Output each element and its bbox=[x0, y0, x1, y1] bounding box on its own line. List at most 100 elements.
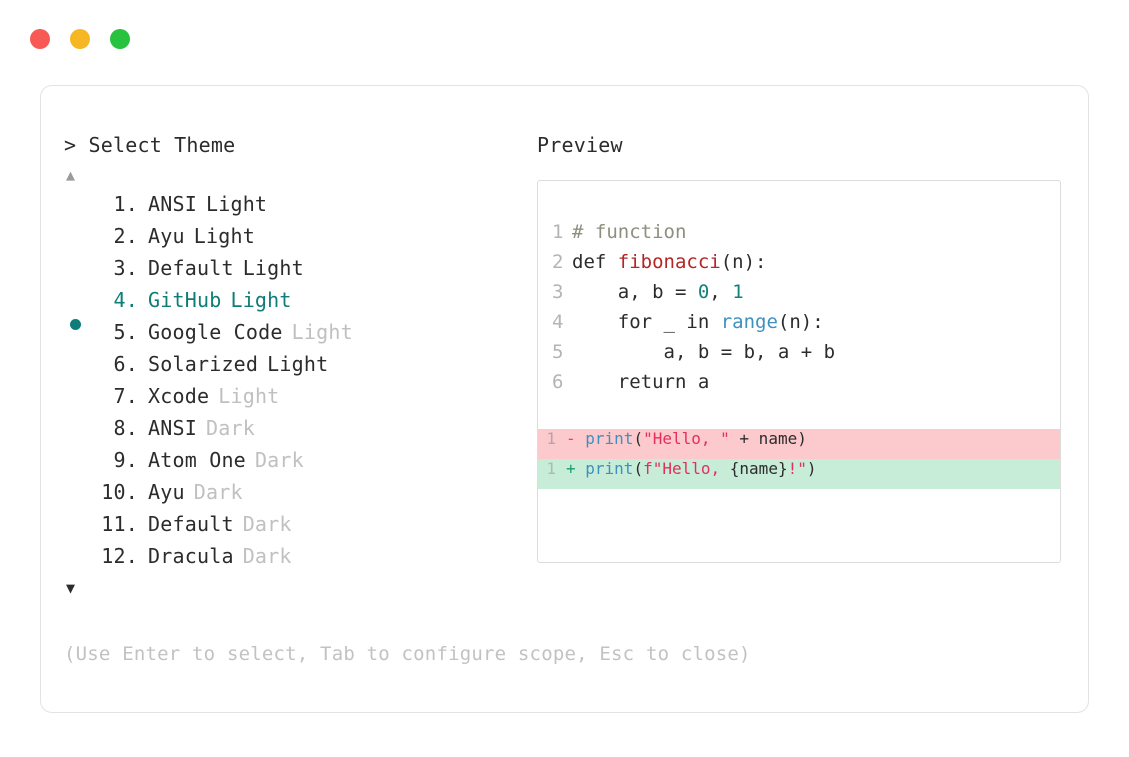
code-token: return a bbox=[572, 371, 710, 393]
theme-list-item[interactable]: 5. Google Code Light bbox=[64, 316, 524, 348]
theme-item-index: 9. bbox=[113, 448, 138, 472]
code-token: def bbox=[572, 251, 618, 273]
theme-list-item[interactable]: 8. ANSI Dark bbox=[64, 412, 524, 444]
code-line-content: a, b = b, a + b bbox=[572, 337, 836, 367]
theme-item-name: Ayu bbox=[148, 480, 185, 504]
theme-item-index: 4. bbox=[113, 288, 138, 312]
theme-item-index: 2. bbox=[113, 224, 138, 248]
code-spacer bbox=[538, 397, 1060, 429]
code-line: 2 def fibonacci(n): bbox=[538, 247, 1060, 277]
diff-token: print bbox=[585, 459, 634, 478]
theme-list-item[interactable]: 3. Default Light bbox=[64, 252, 524, 284]
diff-token: ) bbox=[806, 459, 817, 478]
code-token: 0 bbox=[697, 281, 710, 303]
code-line-number: 1 bbox=[552, 221, 564, 243]
code-line-content: return a bbox=[572, 367, 710, 397]
code-line-content: # function bbox=[572, 217, 686, 247]
code-token: 1 bbox=[732, 281, 744, 303]
selected-dot bbox=[70, 319, 81, 330]
code-line-number: 2 bbox=[552, 251, 564, 273]
theme-item-index: 8. bbox=[113, 416, 138, 440]
diff-added-line: 1 + print(f"Hello, {name}!") bbox=[538, 459, 1060, 489]
code-line-number: 4 bbox=[552, 311, 564, 333]
maximize-dot[interactable] bbox=[110, 29, 130, 49]
diff-token: !" bbox=[787, 459, 807, 478]
scroll-down-icon[interactable]: ▼ bbox=[66, 579, 76, 597]
theme-item-name: Solarized bbox=[148, 352, 259, 376]
code-token: (n): bbox=[720, 251, 767, 273]
code-token: range bbox=[720, 311, 778, 333]
theme-item-index: 7. bbox=[113, 384, 138, 408]
theme-item-name: Default bbox=[148, 512, 234, 536]
help-hint-text: (Use Enter to select, Tab to configure s… bbox=[64, 643, 751, 665]
code-token: a, b = bbox=[572, 281, 698, 303]
diff-snippet: 1- print("Hello, " + name)1+ print(f"Hel… bbox=[538, 429, 1060, 489]
theme-item-name: Ayu bbox=[148, 224, 185, 248]
code-token: , bbox=[709, 281, 733, 303]
theme-list-item[interactable]: 10. Ayu Dark bbox=[64, 476, 524, 508]
theme-item-name: Atom One bbox=[148, 448, 246, 472]
theme-item-variant: Light bbox=[242, 256, 304, 280]
code-line-number: 6 bbox=[552, 371, 564, 393]
theme-item-variant: Light bbox=[193, 224, 255, 248]
theme-list-item[interactable]: 9. Atom One Dark bbox=[64, 444, 524, 476]
diff-token: ( bbox=[633, 429, 644, 448]
scroll-up-icon[interactable]: ▲ bbox=[66, 166, 76, 184]
diff-line-number: 1 bbox=[546, 459, 556, 478]
theme-item-name: ANSI bbox=[148, 416, 197, 440]
theme-item-index: 3. bbox=[113, 256, 138, 280]
page-title: Select Theme bbox=[88, 133, 236, 157]
theme-item-variant: Dark bbox=[242, 544, 292, 568]
theme-item-index: 10. bbox=[101, 480, 138, 504]
code-line: 6 return a bbox=[538, 367, 1060, 397]
minimize-dot[interactable] bbox=[70, 29, 90, 49]
diff-removed-line: 1- print("Hello, " + name) bbox=[538, 429, 1060, 459]
theme-list-item[interactable]: 2. Ayu Light bbox=[64, 220, 524, 252]
diff-token: f"Hello, bbox=[643, 459, 730, 478]
diff-token: ( bbox=[633, 459, 644, 478]
diff-line-content: print("Hello, " + name) bbox=[585, 429, 807, 448]
theme-item-variant: Dark bbox=[242, 512, 292, 536]
theme-item-index: 5. bbox=[113, 320, 138, 344]
theme-item-name: Google Code bbox=[148, 320, 283, 344]
prompt-header: > Select Theme bbox=[64, 132, 524, 158]
code-token: fibonacci bbox=[617, 251, 721, 273]
theme-item-variant: Dark bbox=[205, 416, 255, 440]
theme-item-name: GitHub bbox=[148, 288, 222, 312]
theme-list-item[interactable]: 7. Xcode Light bbox=[64, 380, 524, 412]
diff-plus-icon: + bbox=[566, 459, 586, 478]
theme-item-name: Xcode bbox=[148, 384, 210, 408]
preview-title: Preview bbox=[537, 133, 623, 157]
code-token: for _ in bbox=[572, 311, 721, 333]
diff-line-number: 1 bbox=[546, 429, 556, 448]
theme-item-variant: Dark bbox=[254, 448, 304, 472]
code-line: 3 a, b = 0, 1 bbox=[538, 277, 1060, 307]
code-line: 1 # function bbox=[538, 217, 1060, 247]
theme-item-variant: Light bbox=[291, 320, 353, 344]
diff-line-content: print(f"Hello, {name}!") bbox=[585, 459, 816, 478]
code-line: 5 a, b = b, a + b bbox=[538, 337, 1060, 367]
code-line-content: def fibonacci(n): bbox=[572, 247, 766, 277]
theme-item-variant: Dark bbox=[193, 480, 243, 504]
diff-token: print bbox=[585, 429, 634, 448]
theme-item-name: Default bbox=[148, 256, 234, 280]
close-dot[interactable] bbox=[30, 29, 50, 49]
diff-token: "Hello, " bbox=[643, 429, 730, 448]
diff-token: {name} bbox=[729, 459, 788, 478]
window-titlebar bbox=[30, 29, 130, 49]
diff-minus-icon: - bbox=[566, 429, 586, 448]
theme-item-variant: Light bbox=[218, 384, 280, 408]
theme-item-name: Dracula bbox=[148, 544, 234, 568]
